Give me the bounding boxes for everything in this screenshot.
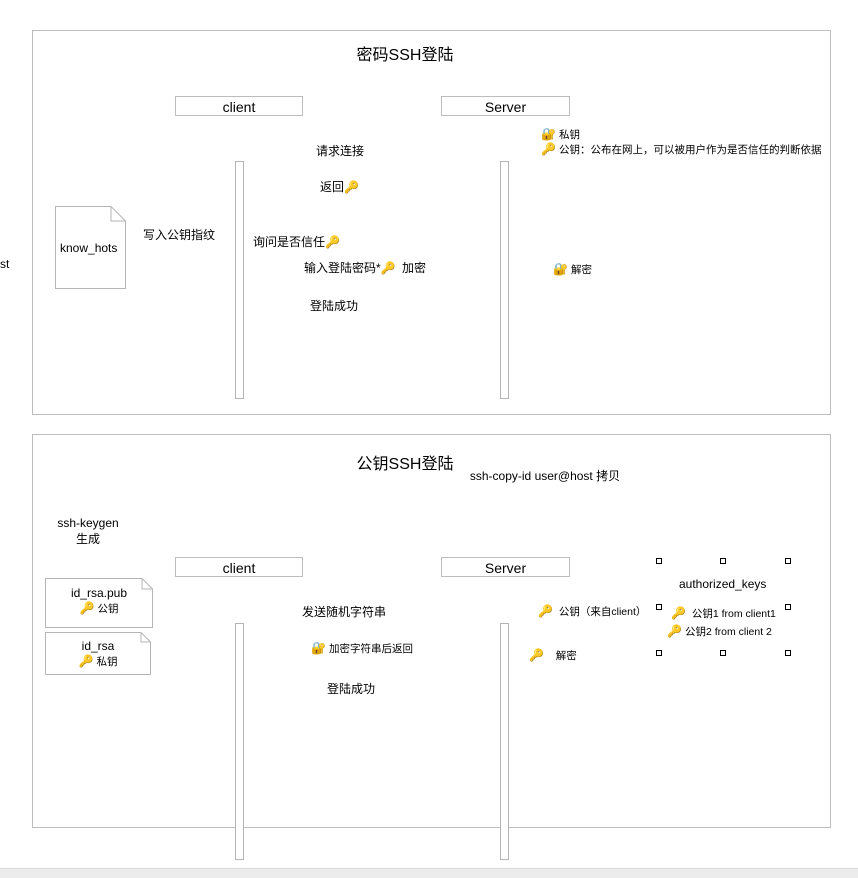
lock-icon: 🔐 bbox=[541, 127, 556, 141]
server-header[interactable]: Server bbox=[441, 96, 570, 116]
key-icon: 🔑 bbox=[541, 142, 556, 156]
pubkey-from-client: 🔑 公钥（来自client） bbox=[538, 604, 647, 618]
key-icon: 🔑 bbox=[380, 261, 396, 275]
keygen-cloud-line1: ssh-keygen bbox=[57, 516, 119, 530]
authorized-keys-name[interactable]: authorized_keys bbox=[679, 577, 767, 591]
password-login-frame bbox=[32, 30, 831, 415]
client-activation-bar-2 bbox=[235, 623, 244, 860]
msg-decrypt-2: 🔑 解密 bbox=[529, 648, 577, 662]
key-icon: 🔑 bbox=[79, 601, 95, 615]
resize-handle-n[interactable] bbox=[720, 558, 726, 564]
msg-encrypted-return: 🔐加密字符串后返回 bbox=[311, 641, 413, 655]
resize-handle-se[interactable] bbox=[785, 650, 791, 656]
msg-send-random: 发送随机字符串 bbox=[302, 605, 387, 619]
resize-handle-ne[interactable] bbox=[785, 558, 791, 564]
pubkey-login-frame bbox=[32, 434, 831, 828]
resize-handle-nw[interactable] bbox=[656, 558, 662, 564]
id-rsa-pub-label: 🔑公钥 bbox=[79, 601, 119, 615]
legend-private: 🔐私钥 bbox=[541, 127, 580, 141]
msg-send-password: 输入登陆密码*🔑 加密 bbox=[304, 261, 426, 275]
known-hosts-document[interactable] bbox=[55, 206, 126, 289]
id-rsa-pub-document[interactable] bbox=[45, 578, 153, 628]
known-hosts-label: know_hots bbox=[60, 241, 118, 255]
id-rsa-document[interactable] bbox=[45, 632, 151, 675]
copy-cloud-label: ssh-copy-id user@host 拷贝 bbox=[469, 469, 621, 483]
lock-icon: 🔐 bbox=[311, 641, 326, 655]
client-activation-bar bbox=[235, 161, 244, 399]
key-icon: 🔑 bbox=[671, 606, 686, 620]
keygen-cloud-line2: 生成 bbox=[75, 532, 100, 546]
key-icon: 🔑 bbox=[667, 624, 682, 638]
msg-write-fingerprint: 写入公钥指纹 bbox=[143, 228, 216, 242]
client-header-2[interactable]: client bbox=[175, 557, 303, 577]
resize-handle-e[interactable] bbox=[785, 604, 791, 610]
authorized-key-1: 🔑 公钥1 from client1 bbox=[671, 606, 776, 620]
pubkey-login-title: 公钥SSH登陆 bbox=[356, 456, 454, 473]
key-icon: 🔑 bbox=[538, 604, 553, 618]
resize-handle-s[interactable] bbox=[720, 650, 726, 656]
key-icon: 🔑 bbox=[325, 235, 340, 249]
server-activation-bar-2 bbox=[500, 623, 509, 860]
authorized-key-2: 🔑公钥2 from client 2 bbox=[667, 624, 772, 638]
password-login-title: 密码SSH登陆 bbox=[356, 47, 454, 64]
msg-login-success-2: 登陆成功 bbox=[327, 682, 376, 696]
key-icon: 🔑 bbox=[529, 648, 544, 662]
id-rsa-label: 🔑私钥 bbox=[78, 654, 118, 668]
server-activation-bar bbox=[500, 161, 509, 399]
legend-public: 🔑公钥：公布在网上，可以被用户作为是否信任的判断依据 bbox=[541, 142, 822, 156]
key-icon: 🔑 bbox=[78, 654, 94, 668]
key-icon: 🔑 bbox=[344, 180, 359, 194]
server-header-2[interactable]: Server bbox=[441, 557, 570, 577]
resize-handle-w[interactable] bbox=[656, 604, 662, 610]
side-text: st bbox=[0, 257, 10, 271]
id-rsa-pub-name: id_rsa.pub bbox=[70, 586, 128, 600]
msg-decrypt: 🔐解密 bbox=[553, 262, 592, 276]
msg-ask-trust: 询问是否信任🔑 bbox=[253, 235, 340, 249]
id-rsa-name: id_rsa bbox=[81, 639, 115, 653]
msg-login-success: 登陆成功 bbox=[310, 299, 359, 313]
msg-request-connection: 请求连接 bbox=[316, 144, 365, 158]
client-header[interactable]: client bbox=[175, 96, 303, 116]
resize-handle-sw[interactable] bbox=[656, 650, 662, 656]
canvas-bottom-bar bbox=[0, 868, 858, 878]
msg-return: 返回🔑 bbox=[320, 180, 359, 194]
lock-icon: 🔐 bbox=[553, 262, 568, 276]
